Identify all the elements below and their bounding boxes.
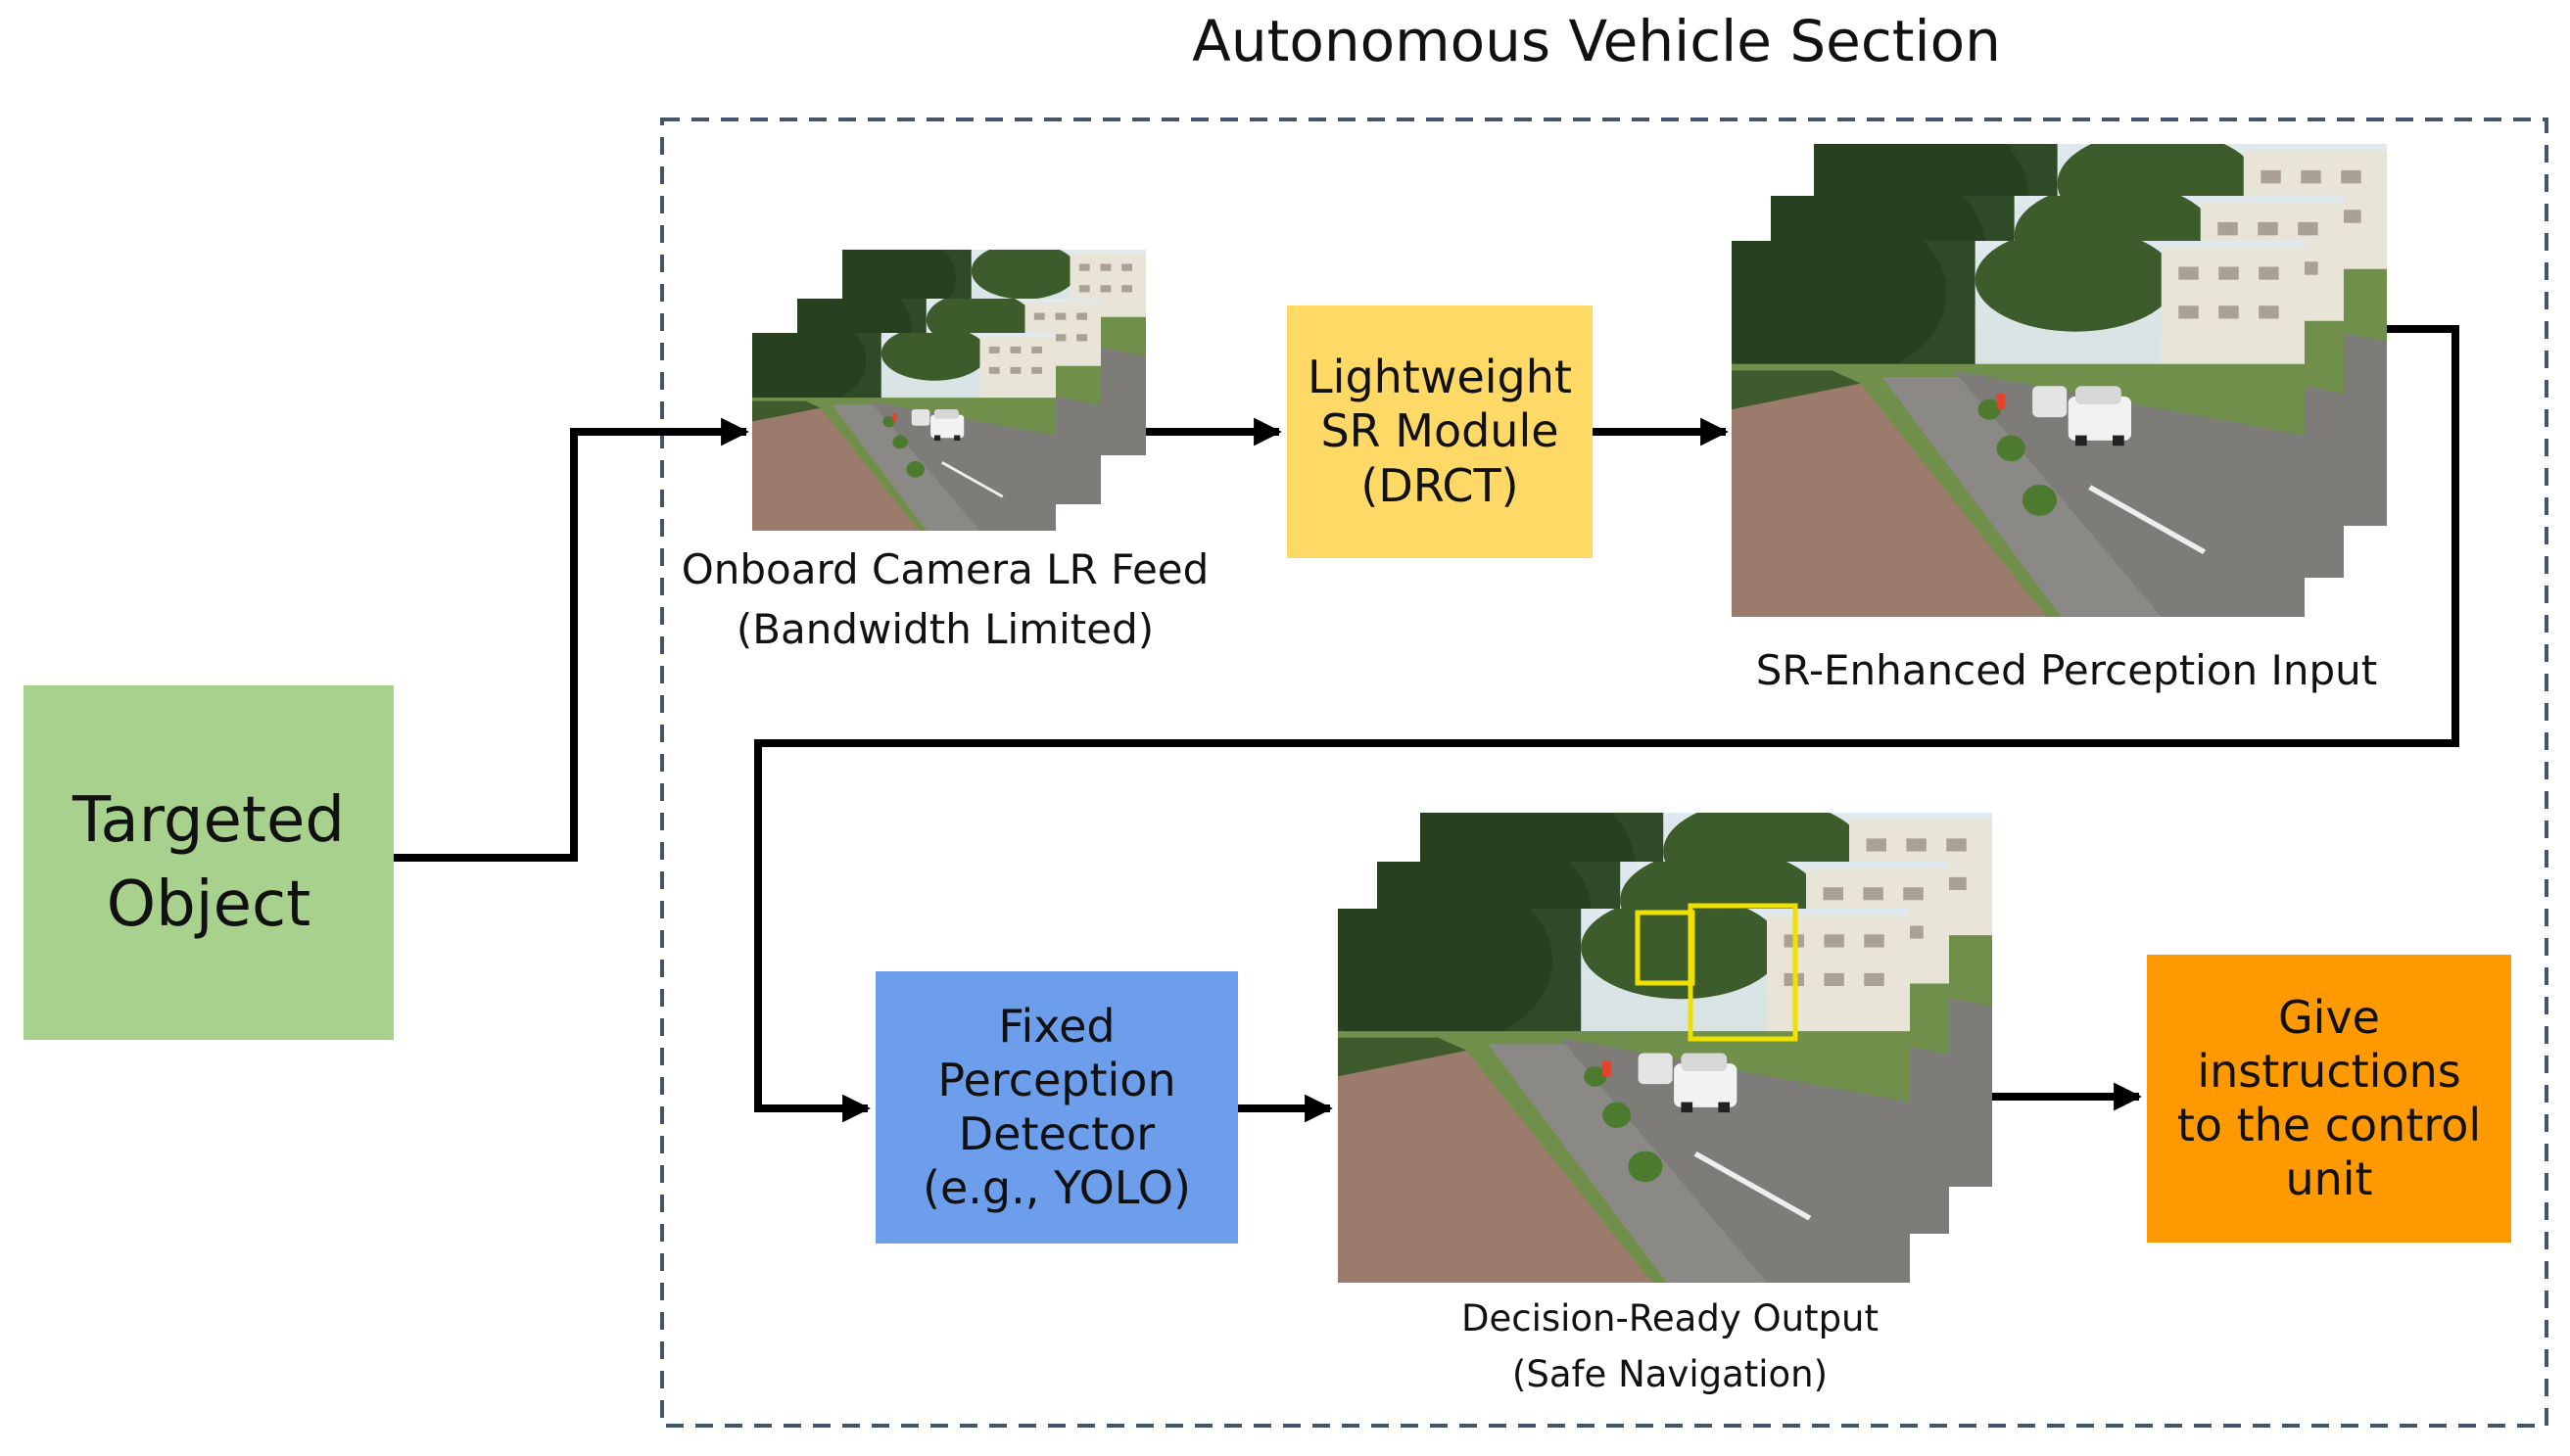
output-caption-line: (Safe Navigation) [1511, 1353, 1829, 1396]
arrow-target-to-lr-feed [394, 417, 749, 862]
lr-feed-image-stack [752, 250, 1146, 531]
instructions-label-line: Give [2278, 990, 2380, 1044]
detection-box-large [1688, 903, 1798, 1042]
detector-node: Fixed Perception Detector (e.g., YOLO) [876, 971, 1238, 1244]
sr-module-label-line: (DRCT) [1360, 458, 1519, 512]
instructions-label-line: unit [2285, 1152, 2373, 1206]
arrow-sr-input-to-detector [754, 325, 2459, 1123]
sr-module-node: Lightweight SR Module (DRCT) [1287, 305, 1593, 558]
lr-feed-caption-line: (Bandwidth Limited) [736, 604, 1155, 653]
detector-label-line: Detector [958, 1107, 1156, 1160]
lr-feed-caption: Onboard Camera LR Feed (Bandwidth Limite… [646, 540, 1244, 660]
instructions-node: Give instructions to the control unit [2147, 955, 2511, 1243]
vehicle-section-border [660, 117, 2548, 1428]
section-title: Autonomous Vehicle Section [1192, 8, 2001, 74]
targeted-object-label-line: Object [106, 869, 311, 941]
sr-module-label-line: Lightweight [1308, 351, 1572, 404]
sr-input-caption-line: SR-Enhanced Perception Input [1755, 646, 2378, 694]
output-caption: Decision-Ready Output (Safe Navigation) [1410, 1291, 1929, 1403]
lr-feed-caption-line: Onboard Camera LR Feed [681, 545, 1210, 593]
targeted-object-node: Targeted Object [24, 685, 394, 1040]
sr-enhanced-image-stack [1689, 105, 2387, 617]
detector-label-line: Perception [937, 1053, 1176, 1106]
decision-output-image-stack [1295, 774, 1992, 1283]
sr-input-caption: SR-Enhanced Perception Input [1724, 641, 2409, 701]
targeted-object-label-line: Targeted [72, 783, 345, 857]
output-caption-line: Decision-Ready Output [1460, 1297, 1880, 1339]
sr-module-label-line: SR Module [1320, 404, 1559, 458]
instructions-label-line: instructions [2197, 1044, 2461, 1098]
detector-label-line: (e.g., YOLO) [923, 1161, 1191, 1215]
detector-label-line: Fixed [998, 999, 1116, 1053]
instructions-label-line: to the control [2176, 1099, 2482, 1151]
